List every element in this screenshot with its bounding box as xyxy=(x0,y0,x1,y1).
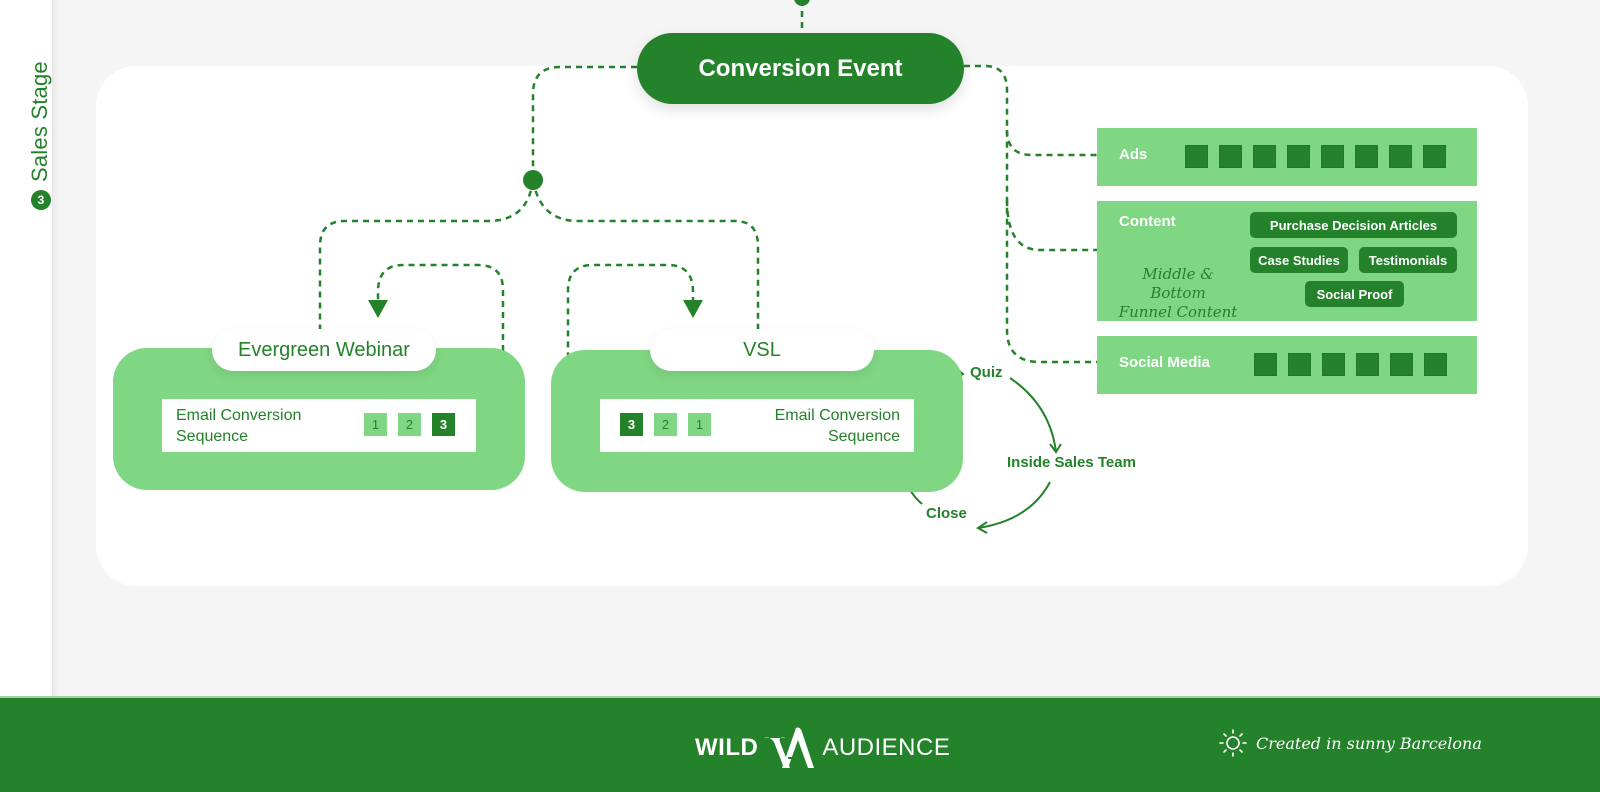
sequence-step: 2 xyxy=(398,413,421,436)
sequence-step-active: 3 xyxy=(432,413,455,436)
ads-label: Ads xyxy=(1119,146,1148,163)
chip-testimonials: Testimonials xyxy=(1359,247,1457,273)
tagline: Created in sunny Barcelona xyxy=(1256,733,1482,753)
chip-case-studies: Case Studies xyxy=(1250,247,1348,273)
placement-square xyxy=(1355,145,1378,168)
sun-icon xyxy=(1219,729,1247,757)
content-label: Content xyxy=(1119,213,1176,230)
stage-title: Sales Stage xyxy=(27,61,52,182)
created-in-barcelona: Created in sunny Barcelona xyxy=(1218,728,1482,758)
sequence-step: 1 xyxy=(364,413,387,436)
social-squares xyxy=(1254,353,1447,376)
close-label: Close xyxy=(926,505,967,522)
stage-number-badge: 3 xyxy=(31,190,51,210)
ads-squares xyxy=(1185,145,1446,168)
logo-text-wild: WILD xyxy=(695,734,759,761)
social-channel-card: Social Media xyxy=(1097,336,1477,394)
sequence-step-active: 3 xyxy=(620,413,643,436)
placement-square xyxy=(1321,145,1344,168)
placement-square xyxy=(1287,145,1310,168)
placement-square xyxy=(1219,145,1242,168)
placement-square xyxy=(1253,145,1276,168)
placement-square xyxy=(1389,145,1412,168)
vsl-email-sequence: 3 2 1 Email Conversion Sequence xyxy=(600,399,914,452)
footer: WILD AUDIENCE Created in sunny Barcelona xyxy=(0,696,1600,792)
logo-text-audience: AUDIENCE xyxy=(822,734,951,761)
placement-square xyxy=(1254,353,1277,376)
vsl-title: VSL xyxy=(650,329,874,371)
vsl-sequence-steps: 3 2 1 xyxy=(620,413,711,436)
sequence-step: 2 xyxy=(654,413,677,436)
inside-sales-label: Inside Sales Team xyxy=(1007,454,1136,471)
webinar-sequence-steps: 1 2 3 xyxy=(364,413,455,436)
social-media-label: Social Media xyxy=(1119,354,1210,371)
placement-square xyxy=(1356,353,1379,376)
placement-square xyxy=(1185,145,1208,168)
webinar-title: Evergreen Webinar xyxy=(212,329,436,371)
conversion-event-node: Conversion Event xyxy=(637,33,964,104)
sidebar: 3 Sales Stage xyxy=(0,0,52,696)
chip-social-proof: Social Proof xyxy=(1305,281,1404,307)
sequence-step: 1 xyxy=(688,413,711,436)
stage-heading: 3 Sales Stage xyxy=(27,61,54,210)
webinar-email-sequence: Email Conversion Sequence 1 2 3 xyxy=(162,399,476,452)
wild-audience-logo[interactable]: WILD AUDIENCE xyxy=(695,724,950,772)
placement-square xyxy=(1423,145,1446,168)
logo-mark-icon xyxy=(764,727,815,768)
ads-channel-card: Ads xyxy=(1097,128,1477,186)
placement-square xyxy=(1390,353,1413,376)
quiz-label: Quiz xyxy=(970,364,1003,381)
vsl-email-label: Email Conversion Sequence xyxy=(774,406,900,445)
chip-purchase-decision-articles: Purchase Decision Articles xyxy=(1250,212,1457,238)
placement-square xyxy=(1322,353,1345,376)
placement-square xyxy=(1288,353,1311,376)
content-note: Middle & Bottom Funnel Content xyxy=(1118,265,1238,321)
placement-square xyxy=(1424,353,1447,376)
webinar-email-label: Email Conversion Sequence xyxy=(176,406,302,445)
